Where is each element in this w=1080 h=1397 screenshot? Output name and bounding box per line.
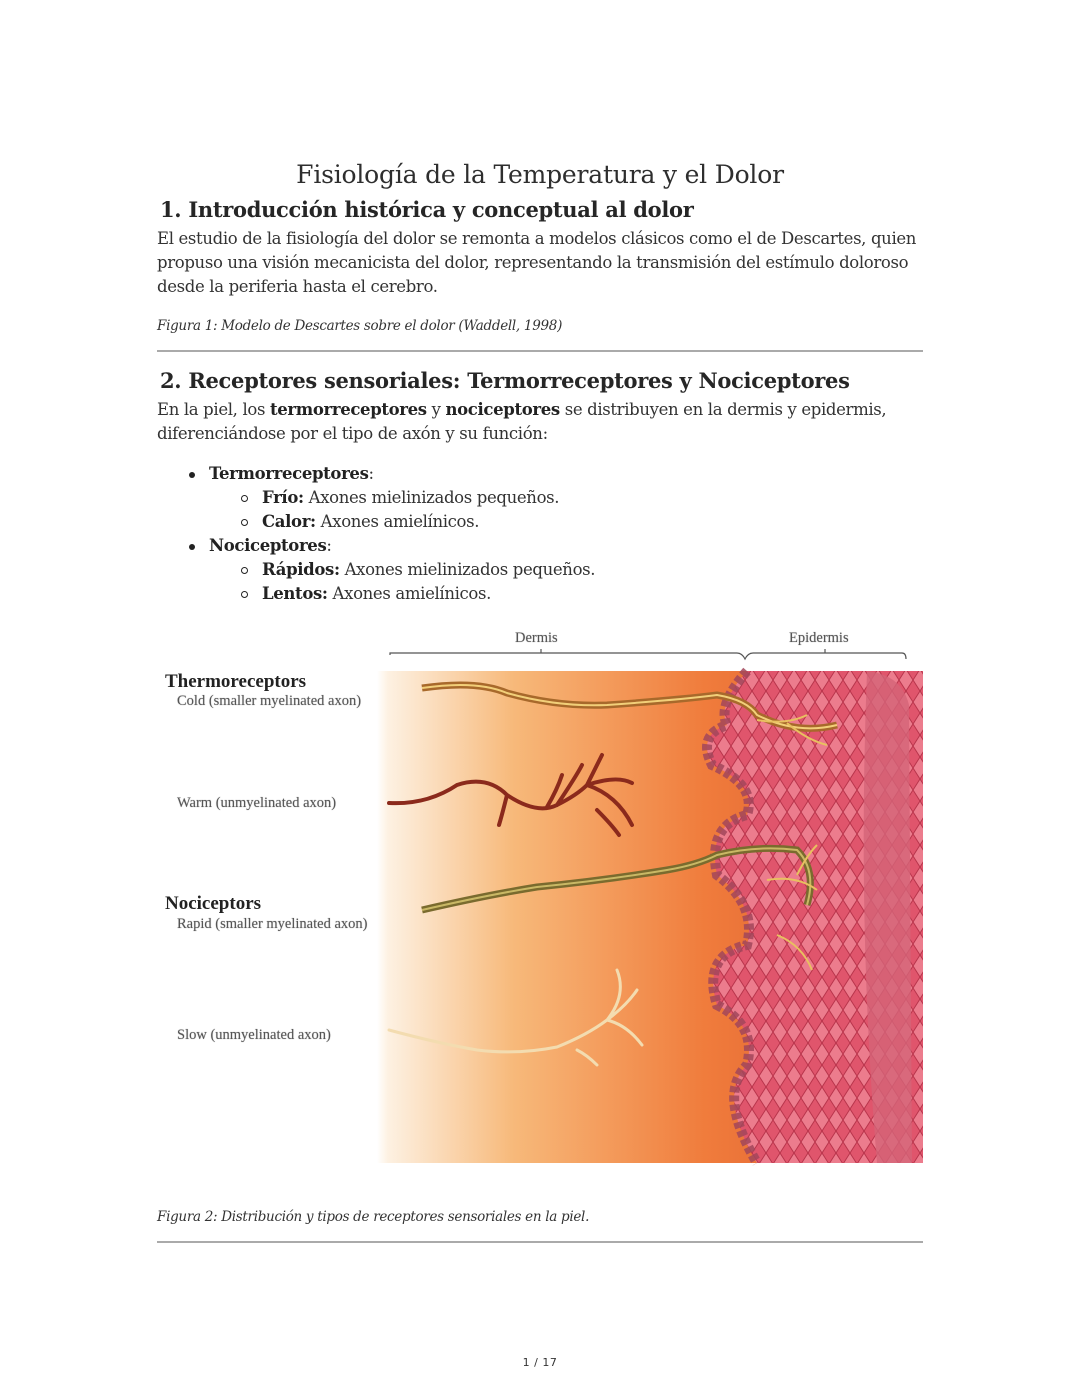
circle-bullet-icon [241,567,248,574]
section-divider [157,350,923,352]
document-title: Fisiología de la Temperatura y el Dolor [296,160,784,189]
label-dermis: Dermis [515,630,558,646]
label-cold: Cold (smaller myelinated axon) [177,693,362,709]
list-item: Lentos: Axones amielínicos. [240,582,923,606]
label-warm: Warm (unmyelinated axon) [177,795,337,811]
document-page: Fisiología de la Temperatura y el Dolor … [157,155,923,606]
label-slow: Slow (unmyelinated axon) [177,1027,331,1043]
receptor-list: Termorreceptores: Frío: Axones mieliniza… [157,462,923,606]
bullet-icon [189,544,195,550]
circle-bullet-icon [241,591,248,598]
label-nociceptors: Nociceptors [165,893,262,914]
term-termorreceptores: termorreceptores [269,400,427,419]
section-1-heading: 1. Introducción histórica y conceptual a… [160,197,694,222]
figure-2-caption: Figura 2: Distribución y tipos de recept… [157,1209,590,1225]
figure-1-caption: Figura 1: Modelo de Descartes sobre el d… [157,318,563,334]
label-epidermis: Epidermis [789,630,849,646]
term-nociceptores: nociceptores [445,400,561,419]
section-2-paragraph: En la piel, los termorreceptores y nocic… [157,400,887,443]
sub-list: Frío: Axones mielinizados pequeños. Calo… [209,486,923,534]
sub-list: Rápidos: Axones mielinizados pequeños. L… [209,558,923,606]
figure-2-caption-block: Figura 2: Distribución y tipos de recept… [157,1209,923,1243]
list-item: Calor: Axones amielínicos. [240,510,923,534]
label-thermoreceptors: Thermoreceptors [165,671,307,692]
label-rapid: Rapid (smaller myelinated axon) [177,916,368,932]
skin-illustration [377,649,923,1166]
page-indicator: 1 / 17 [522,1356,558,1369]
list-item: Nociceptores: Rápidos: Axones mielinizad… [187,534,923,606]
circle-bullet-icon [241,495,248,502]
section-1-paragraph: El estudio de la fisiología del dolor se… [157,229,917,296]
list-item: Rápidos: Axones mielinizados pequeños. [240,558,923,582]
list-item: Frío: Axones mielinizados pequeños. [240,486,923,510]
circle-bullet-icon [241,519,248,526]
bullet-icon [189,472,195,478]
section-2-heading: 2. Receptores sensoriales: Termorrecepto… [160,368,850,393]
figure-2-skin-receptors: Dermis Epidermis Thermoreceptors Cold (s… [157,625,923,1170]
list-item: Termorreceptores: Frío: Axones mieliniza… [187,462,923,534]
section-divider [157,1241,923,1243]
